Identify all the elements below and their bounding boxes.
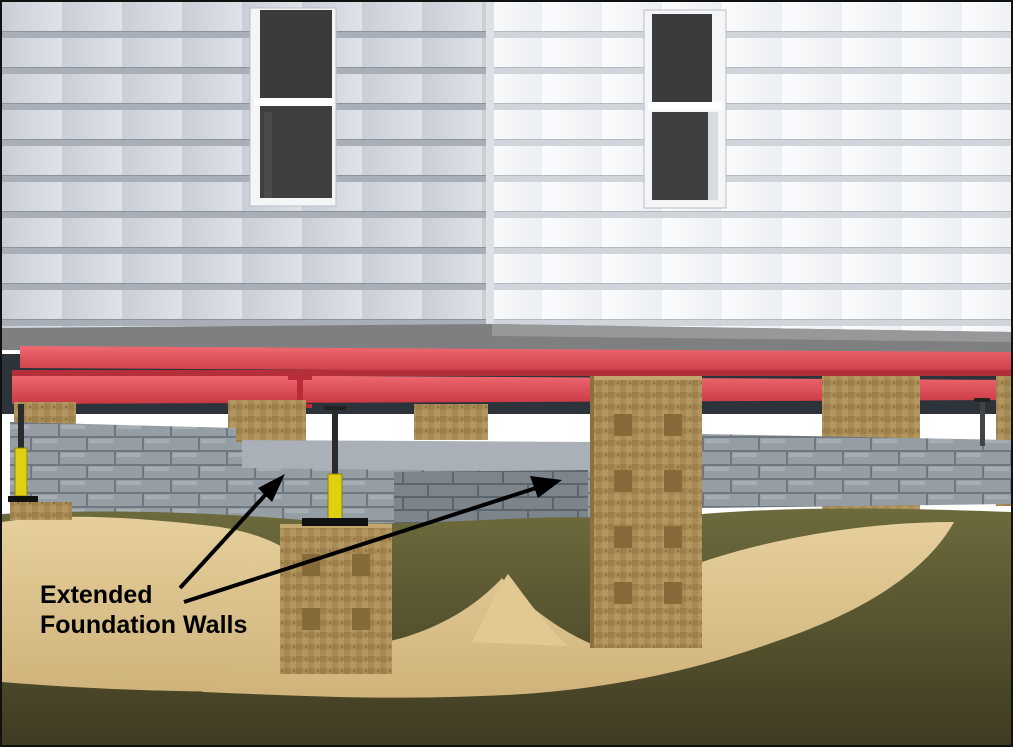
callout-label: Extended Foundation Walls — [40, 580, 247, 640]
callout-line-1: Extended — [40, 580, 247, 610]
window-right — [644, 10, 726, 208]
house-siding — [2, 2, 1011, 332]
window-left — [250, 8, 336, 206]
callout-line-2: Foundation Walls — [40, 610, 247, 640]
pier-left — [280, 524, 392, 674]
pier-right — [590, 376, 702, 648]
